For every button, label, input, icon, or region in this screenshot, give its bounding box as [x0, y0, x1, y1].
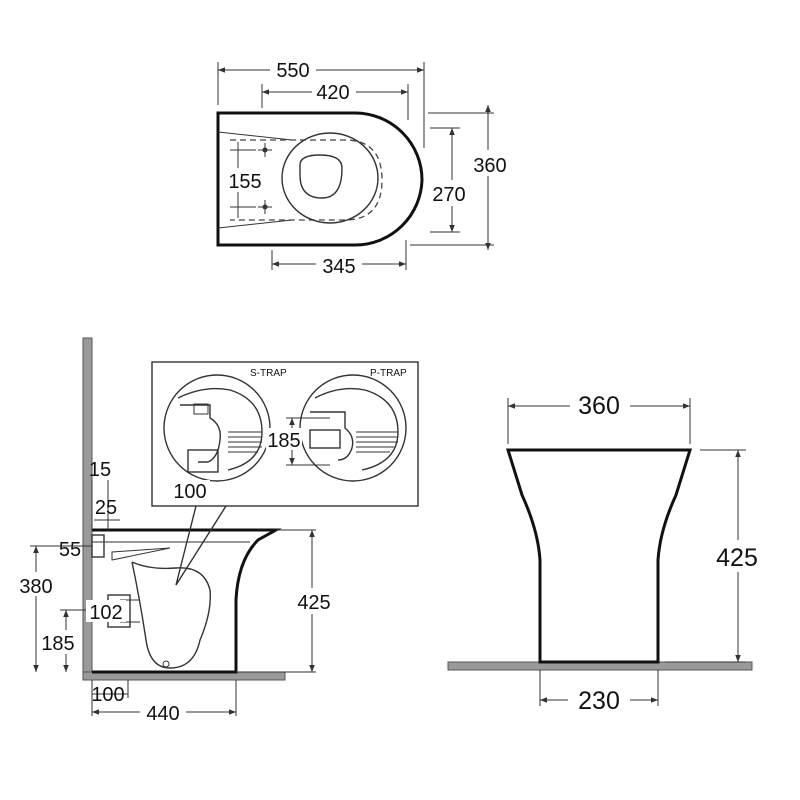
- dim-15: 15: [89, 459, 111, 481]
- dim-55: 55: [59, 539, 81, 561]
- dim-550: 550: [276, 60, 309, 82]
- top-view: 550 420 360 270 155 345: [216, 56, 510, 278]
- fixing-marker: [258, 143, 272, 157]
- wall: [82, 337, 93, 681]
- dim-360: 360: [473, 155, 506, 177]
- pan-body: [92, 528, 282, 674]
- dim-front-425: 425: [716, 544, 758, 572]
- fixing-marker: [258, 200, 272, 214]
- dim-345: 345: [322, 256, 355, 278]
- trap-inset: [151, 361, 419, 507]
- dim-front-360: 360: [578, 392, 620, 420]
- dim-100: 100: [91, 684, 124, 706]
- p-trap-label: P-TRAP: [370, 368, 407, 379]
- dim-155: 155: [228, 171, 261, 193]
- bowl-rim: [281, 132, 379, 224]
- dim-side-425: 425: [297, 592, 330, 614]
- bowl-opening: [299, 154, 343, 199]
- rim-line: [217, 131, 293, 141]
- inner-rim-dashed: [230, 139, 383, 221]
- dim-420: 420: [316, 82, 349, 104]
- dim-25: 25: [95, 497, 117, 519]
- rim-line: [217, 219, 293, 229]
- s-trap-label: S-TRAP: [250, 368, 287, 379]
- s-trap-detail: [163, 374, 271, 482]
- side-view: S-TRAP P-TRAP 185 100 15: [14, 337, 419, 725]
- dim-102: 102: [89, 602, 122, 624]
- dim-front-230: 230: [578, 687, 620, 715]
- dim-380: 380: [19, 576, 52, 598]
- bowl-profile: [131, 561, 211, 669]
- dim-inset-185: 185: [267, 430, 300, 452]
- front-view: 360 425 230: [447, 390, 770, 715]
- dim-inset-100: 100: [173, 481, 206, 503]
- dim-440: 440: [146, 703, 179, 725]
- top-view-outline: [216, 111, 424, 247]
- dim-185: 185: [41, 633, 74, 655]
- front-pan-outline: [505, 448, 693, 664]
- dim-270: 270: [432, 184, 465, 206]
